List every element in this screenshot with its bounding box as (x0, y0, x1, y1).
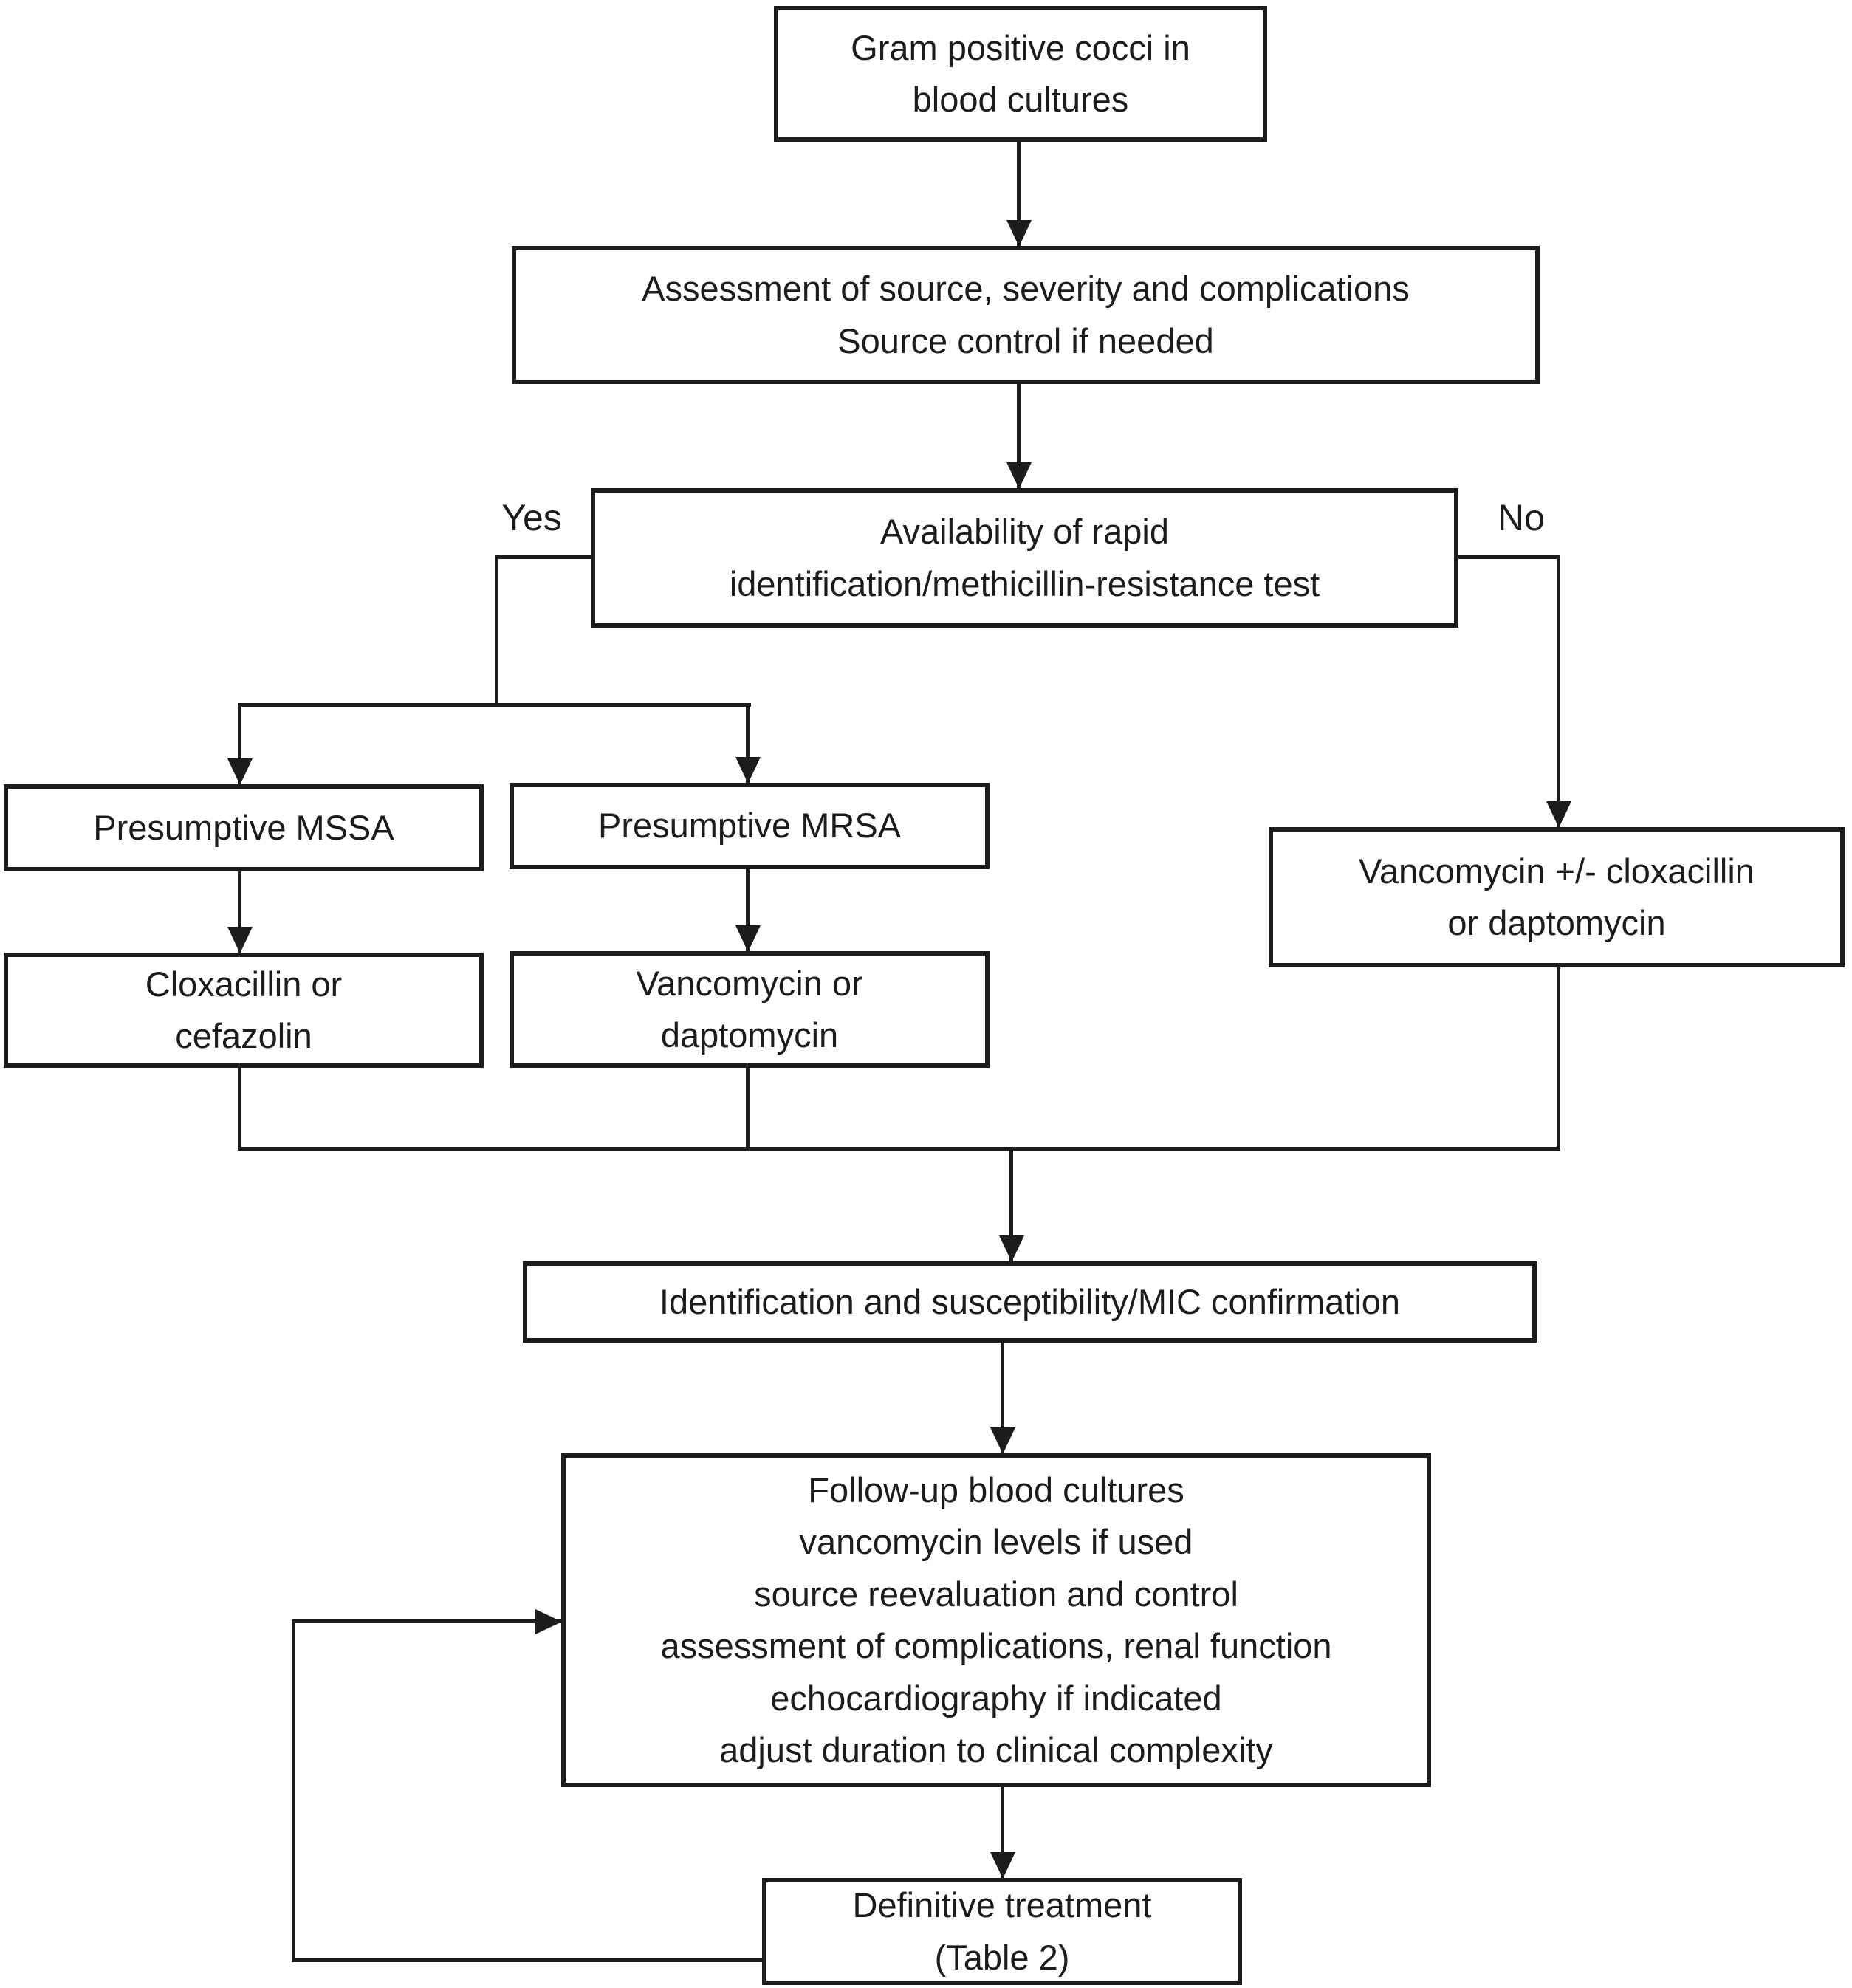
arrow-to-identification (1009, 1148, 1013, 1261)
branch-label-yes: Yes (501, 497, 562, 538)
node-cloxacillin-cefazolin: Cloxacillin or cefazolin (4, 953, 484, 1068)
node-identification-mic-label: Identification and susceptibility/MIC co… (659, 1281, 1401, 1321)
arrow-mrsa-to-vancomycin (746, 869, 750, 951)
node-vancomycin-daptomycin-label: Vancomycin or daptomycin (636, 963, 863, 1055)
node-vancomycin-daptomycin: Vancomycin or daptomycin (510, 951, 990, 1068)
node-presumptive-mssa-label: Presumptive MSSA (93, 807, 394, 847)
arrow-feedback-to-followup (292, 1619, 561, 1623)
connector-yes-split (238, 703, 751, 707)
connector-no-horizontal (1458, 555, 1560, 559)
connector-yes-vertical (495, 555, 498, 707)
arrow-identification-to-followup (1001, 1343, 1004, 1453)
connector-feedback-bottom (292, 1958, 762, 1962)
node-gram-positive-cocci: Gram positive cocci in blood cultures (774, 6, 1267, 142)
node-presumptive-mssa: Presumptive MSSA (4, 784, 484, 871)
connector-converge-middle (746, 1068, 750, 1151)
node-rapid-test-availability: Availability of rapid identification/met… (591, 488, 1458, 628)
arrow-followup-to-definitive (1001, 1787, 1004, 1878)
arrow-gram-to-assessment (1017, 142, 1021, 246)
node-rapid-test-availability-label: Availability of rapid identification/met… (729, 512, 1320, 603)
node-assessment-source: Assessment of source, severity and compl… (512, 246, 1540, 384)
node-follow-up: Follow-up blood cultures vancomycin leve… (561, 1453, 1431, 1787)
node-gram-positive-cocci-label: Gram positive cocci in blood cultures (851, 27, 1190, 120)
node-vancomycin-cloxacillin-daptomycin-label: Vancomycin +/- cloxacillin or daptomycin (1359, 851, 1755, 943)
node-presumptive-mrsa: Presumptive MRSA (510, 783, 990, 869)
arrow-to-presumptive-mssa (238, 703, 241, 784)
node-definitive-treatment: Definitive treatment (Table 2) (762, 1878, 1242, 1985)
connector-converge-horizontal (238, 1147, 1560, 1151)
arrow-mssa-to-cloxacillin (238, 871, 241, 953)
node-presumptive-mrsa-label: Presumptive MRSA (597, 806, 902, 846)
node-definitive-treatment-label: Definitive treatment (Table 2) (852, 1885, 1152, 1977)
node-vancomycin-cloxacillin-daptomycin: Vancomycin +/- cloxacillin or daptomycin (1269, 827, 1845, 967)
node-assessment-source-label: Assessment of source, severity and compl… (642, 269, 1410, 360)
connector-feedback-vertical (292, 1619, 295, 1962)
arrow-assessment-to-availability (1017, 384, 1021, 488)
connector-converge-left (238, 1068, 241, 1151)
connector-converge-right (1557, 964, 1560, 1151)
arrow-to-presumptive-mrsa (746, 703, 750, 783)
arrow-no-to-vancomycin-cloxacillin (1557, 555, 1560, 827)
node-identification-mic: Identification and susceptibility/MIC co… (523, 1261, 1537, 1343)
connector-yes-horizontal (496, 555, 594, 559)
node-cloxacillin-cefazolin-label: Cloxacillin or cefazolin (145, 964, 343, 1056)
node-follow-up-label: Follow-up blood cultures vancomycin leve… (660, 1470, 1332, 1770)
branch-label-no: No (1498, 497, 1545, 538)
